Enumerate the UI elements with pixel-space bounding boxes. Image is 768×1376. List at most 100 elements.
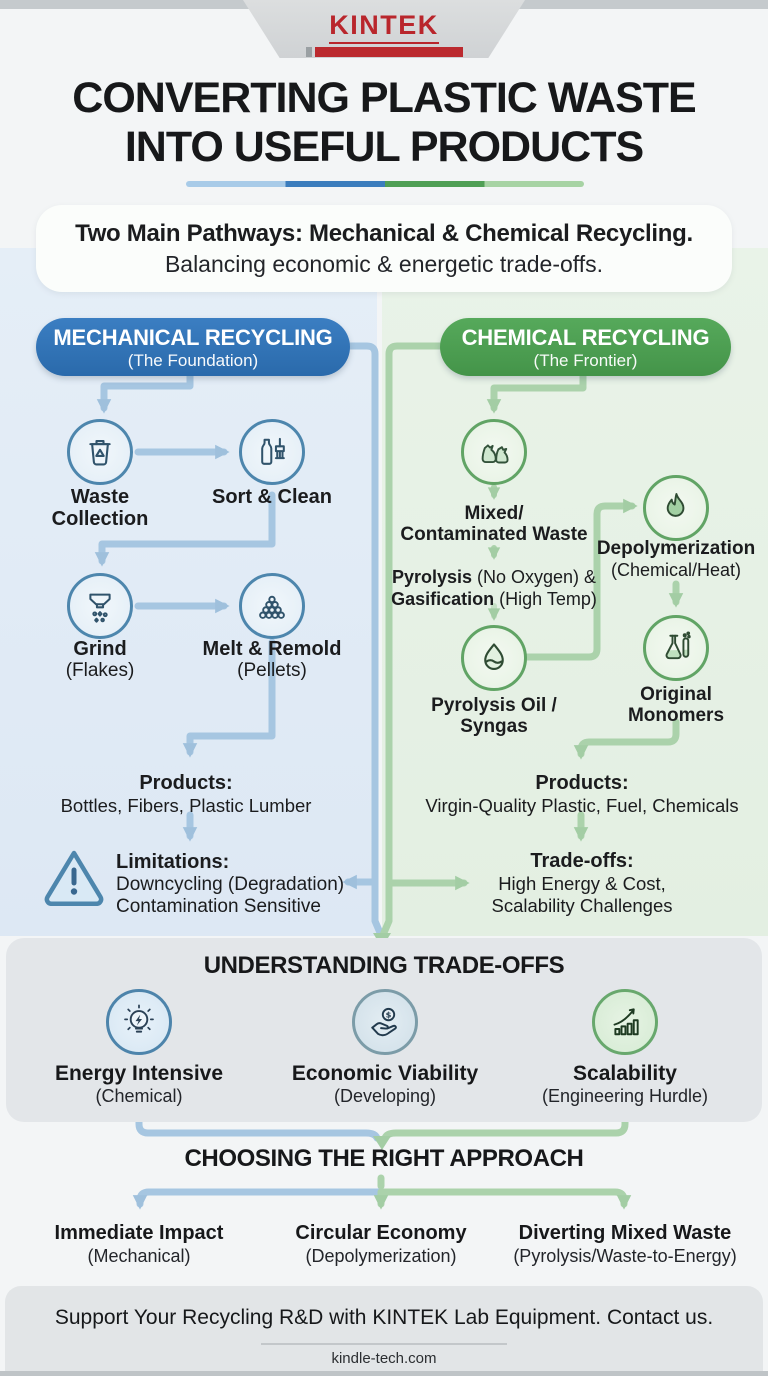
label-line1: Waste bbox=[70, 486, 130, 508]
title-accent-bar bbox=[186, 181, 584, 187]
energy-intensive-title: Energy Intensive bbox=[54, 1062, 224, 1085]
waste-bin-icon bbox=[89, 440, 111, 466]
label-line1: Melt & Remold bbox=[202, 638, 342, 660]
tradeoffs-line1: High Energy & Cost, bbox=[498, 873, 666, 894]
step-waste-collection bbox=[67, 419, 133, 485]
diverting-mixed-waste-subtitle: (Pyrolysis/Waste-to-Energy) bbox=[513, 1246, 737, 1266]
chemical-tradeoffs: Trade-offs: High Energy & Cost, Scalabil… bbox=[440, 850, 724, 917]
step-original-monomers bbox=[643, 615, 709, 681]
footer-cta: Support Your Recycling R&D with KINTEK L… bbox=[54, 1306, 714, 1329]
intro-subline: Balancing economic & energetic trade-off… bbox=[164, 251, 604, 277]
label-line2: Monomers bbox=[627, 705, 725, 726]
page-title-line2: INTO USEFUL PRODUCTS bbox=[124, 123, 644, 171]
process-line1: Pyrolysis (No Oxygen) & bbox=[380, 566, 608, 588]
diverting-mixed-waste-title: Diverting Mixed Waste bbox=[518, 1222, 732, 1244]
waste-bags-icon bbox=[481, 444, 509, 464]
limitations-line2: Contamination Sensitive bbox=[116, 896, 321, 917]
page-title-line1: CONVERTING PLASTIC WASTE bbox=[72, 74, 696, 122]
step-sort-clean-label: Sort & Clean bbox=[192, 486, 352, 508]
flask-tube-icon bbox=[665, 631, 691, 660]
label-line2: Contaminated Waste bbox=[400, 524, 588, 545]
label-line1: Depolymerization bbox=[596, 538, 756, 559]
process-bold2: Gasification bbox=[391, 589, 495, 609]
flame-icon bbox=[666, 493, 685, 517]
choosing-section-title: CHOOSING THE RIGHT APPROACH bbox=[184, 1145, 584, 1172]
lightbulb-energy-icon bbox=[124, 1004, 154, 1033]
step-sort-clean bbox=[239, 419, 305, 485]
step-grind-label: Grind (Flakes) bbox=[30, 638, 170, 682]
growth-chart-icon bbox=[613, 1008, 639, 1036]
label-line1: Mixed/ bbox=[464, 503, 524, 524]
label-line2: (Pellets) bbox=[237, 660, 307, 681]
mechanical-products: Products: Bottles, Fibers, Plastic Lumbe… bbox=[46, 772, 326, 817]
logo-notch bbox=[305, 47, 312, 57]
grinder-icon bbox=[89, 593, 111, 623]
scalability-subtitle: (Engineering Hurdle) bbox=[541, 1086, 709, 1106]
label-line2: (Chemical/Heat) bbox=[610, 560, 742, 580]
limitations-line1: Downcycling (Degradation) bbox=[116, 874, 345, 895]
energy-intensive-subtitle: (Chemical) bbox=[95, 1086, 183, 1106]
scalability-item bbox=[592, 989, 658, 1055]
mixed-waste-label: Mixed/ Contaminated Waste bbox=[379, 503, 609, 545]
process-bold1: Pyrolysis bbox=[391, 567, 472, 587]
brand-logo-text: KINTEK bbox=[329, 10, 439, 44]
pyrolysis-gasification-label: Pyrolysis (No Oxygen) & Gasification (Hi… bbox=[380, 566, 608, 610]
process-rest2: (High Temp) bbox=[494, 589, 597, 609]
tradeoffs-section-title: UNDERSTANDING TRADE-OFFS bbox=[203, 952, 565, 979]
mechanical-subtitle: (The Foundation) bbox=[127, 351, 259, 370]
step-depolymerization bbox=[643, 475, 709, 541]
brand-logo-underline bbox=[243, 47, 525, 57]
label-line1: Pyrolysis Oil / bbox=[431, 695, 557, 716]
oil-droplet-icon bbox=[484, 643, 504, 670]
footer-box bbox=[5, 1286, 763, 1372]
footer-divider bbox=[261, 1343, 507, 1345]
limitations-heading: Limitations: bbox=[116, 851, 230, 873]
mechanical-title: MECHANICAL RECYCLING bbox=[53, 325, 333, 350]
pellets-icon bbox=[259, 595, 285, 619]
label-line2: (Flakes) bbox=[65, 660, 135, 681]
scalability-title: Scalability bbox=[573, 1062, 677, 1085]
products-heading: Products: bbox=[535, 772, 629, 794]
chemical-header-pill: CHEMICAL RECYCLING (The Frontier) bbox=[440, 318, 731, 376]
mechanical-header-pill: MECHANICAL RECYCLING (The Foundation) bbox=[36, 318, 350, 376]
label-line1: Original bbox=[640, 684, 712, 705]
economic-viability-title: Economic Viability bbox=[291, 1062, 479, 1085]
step-waste-collection-label: Waste Collection bbox=[20, 486, 180, 530]
label-line2: Collection bbox=[51, 508, 149, 530]
products-heading: Products: bbox=[139, 772, 233, 794]
pyrolysis-oil-label: Pyrolysis Oil / Syngas bbox=[404, 695, 584, 737]
immediate-impact-title: Immediate Impact bbox=[54, 1222, 224, 1244]
step-pyrolysis-oil bbox=[461, 625, 527, 691]
original-monomers-label: Original Monomers bbox=[586, 684, 766, 726]
step-grind bbox=[67, 573, 133, 639]
brand-logo: KINTEK bbox=[243, 10, 525, 57]
page-title: CONVERTING PLASTIC WASTE INTO USEFUL PRO… bbox=[0, 74, 768, 172]
label-line1: Sort & Clean bbox=[211, 486, 333, 508]
svg-text:$: $ bbox=[386, 1010, 392, 1020]
intro-headline: Two Main Pathways: Mechanical & Chemical… bbox=[75, 220, 693, 247]
warning-icon bbox=[44, 850, 104, 906]
bottom-strip bbox=[0, 1371, 768, 1376]
chemical-title: CHEMICAL RECYCLING bbox=[461, 325, 710, 350]
chemical-products: Products: Virgin-Quality Plastic, Fuel, … bbox=[415, 772, 749, 817]
chemical-subtitle: (The Frontier) bbox=[533, 351, 638, 370]
bottle-brush-icon bbox=[261, 437, 285, 465]
economic-viability-item: $ bbox=[352, 989, 418, 1055]
step-melt-remold-label: Melt & Remold (Pellets) bbox=[182, 638, 362, 682]
products-items: Virgin-Quality Plastic, Fuel, Chemicals bbox=[425, 795, 739, 816]
circular-economy-title: Circular Economy bbox=[295, 1222, 467, 1244]
tradeoffs-line2: Scalability Challenges bbox=[491, 895, 673, 916]
immediate-impact-subtitle: (Mechanical) bbox=[87, 1246, 191, 1266]
tradeoffs-heading: Trade-offs: bbox=[530, 850, 634, 872]
footer-website: kindle-tech.com bbox=[331, 1350, 437, 1367]
step-melt-remold bbox=[239, 573, 305, 639]
mechanical-limitations: Limitations: Downcycling (Degradation) C… bbox=[116, 850, 376, 918]
process-rest1: (No Oxygen) & bbox=[472, 567, 597, 587]
energy-intensive-item bbox=[106, 989, 172, 1055]
process-line2: Gasification (High Temp) bbox=[380, 588, 608, 610]
step-mixed-waste bbox=[461, 419, 527, 485]
products-items: Bottles, Fibers, Plastic Lumber bbox=[60, 795, 312, 816]
hand-coin-icon: $ bbox=[371, 1007, 397, 1037]
label-line2: Syngas bbox=[460, 716, 528, 737]
